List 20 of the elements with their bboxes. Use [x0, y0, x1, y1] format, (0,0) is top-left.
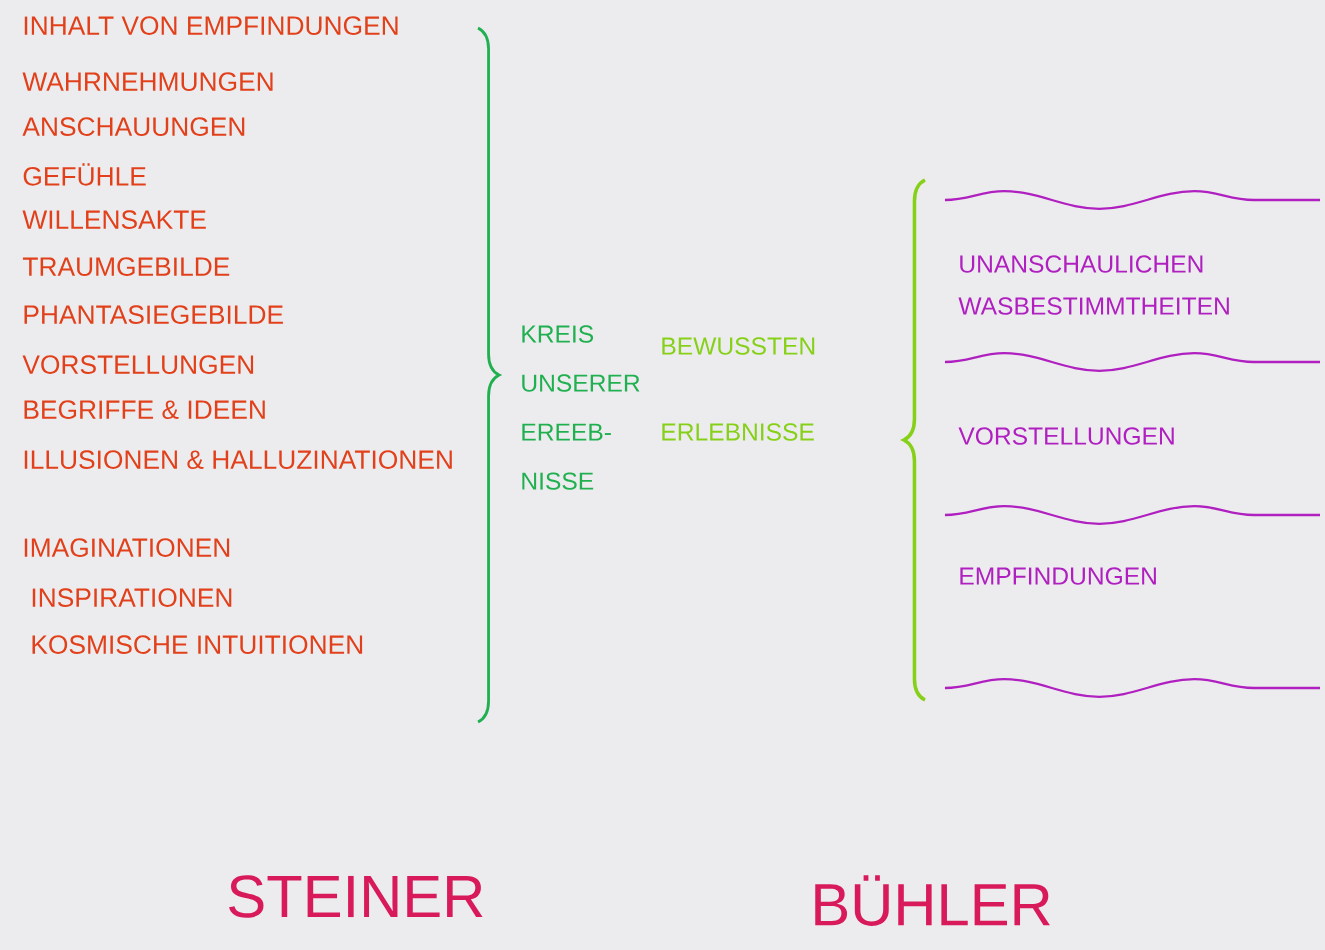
handwritten-label: WAHRNEHMUNGEN [22, 72, 273, 91]
column-heading: BÜHLER [815, 875, 1050, 926]
handwritten-label: ANSCHAUUNGEN [22, 117, 245, 136]
handwritten-label: KREIS UNSERER EREEB- NISSE [522, 325, 640, 490]
handwritten-label: IMAGINATIONEN [24, 538, 230, 557]
handwritten-label: BEWUSSTEN ERLEBNISSE [662, 337, 815, 441]
handwritten-label: KOSMISCHE INTUITIONEN [32, 635, 363, 654]
handwritten-label: BEGRIFFE & IDEEN [24, 400, 265, 419]
handwritten-label: INHALT VON EMPFINDUNGEN [24, 16, 398, 35]
handwritten-label: WILLENSAKTE [22, 210, 206, 229]
handwritten-label: ILLUSIONEN & HALLUZINATIONEN [24, 450, 452, 469]
handwritten-label: PHANTASIEGEBILDE [24, 305, 283, 324]
handwritten-label: VORSTELLUNGEN [22, 355, 254, 374]
handwritten-label: INSPIRATIONEN [32, 588, 232, 607]
handwritten-label: VORSTELLUNGEN [958, 427, 1174, 445]
handwritten-label: GEFÜHLE [23, 163, 146, 186]
column-heading: STEINER [229, 875, 483, 918]
handwritten-label: EMPFINDUNGEN [960, 567, 1156, 585]
handwritten-label: UNANSCHAULICHEN WASBESTIMMTHEITEN [958, 255, 1229, 315]
handwritten-label: TRAUMGEBILDE [22, 257, 230, 276]
